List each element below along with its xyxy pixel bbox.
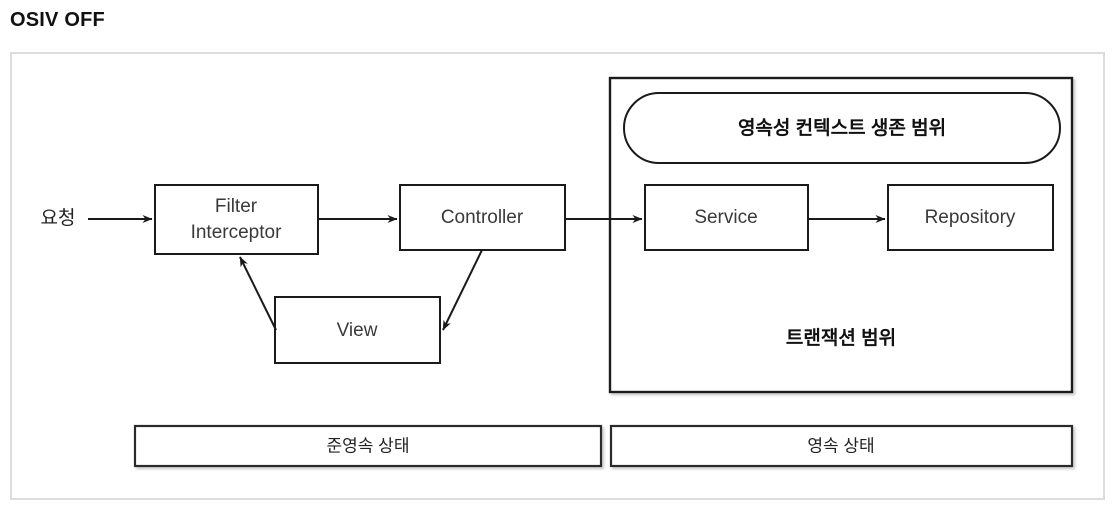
service-label: Service [694, 207, 757, 228]
state-bar-detached-label: 준영속 상태 [327, 436, 410, 455]
state-bar-detached [133, 424, 603, 468]
node-filter-interceptor[interactable]: Filter Interceptor [154, 184, 319, 255]
entry-request-label: 요청 [41, 207, 76, 229]
node-repository[interactable]: Repository [887, 184, 1054, 251]
repository-label: Repository [925, 207, 1016, 228]
page-title: OSIV OFF [10, 9, 105, 31]
controller-box[interactable] [399, 184, 566, 251]
view-box[interactable] [274, 296, 441, 364]
state-bar-detached-group: 준영속 상태 [133, 424, 603, 468]
repository-box[interactable] [887, 184, 1054, 251]
entry-request-group: 요청 [41, 207, 153, 229]
persistence-context-pill [623, 92, 1061, 164]
filter-interceptor-box[interactable] [154, 184, 319, 255]
edge-controller-to-view [442, 249, 483, 331]
edge-view-to-filter [239, 256, 277, 331]
persistence-context-group: 영속성 컨텍스트 생존 범위 [623, 92, 1061, 164]
state-bar-persistent-label: 영속 상태 [807, 436, 874, 455]
filter-interceptor-label-line1: Filter [215, 196, 258, 217]
service-box[interactable] [644, 184, 809, 251]
persistence-context-label: 영속성 컨텍스트 생존 범위 [738, 117, 946, 139]
node-service[interactable]: Service [644, 184, 809, 251]
node-controller[interactable]: Controller [399, 184, 566, 251]
state-bar-persistent [609, 424, 1074, 468]
state-bar-persistent-group: 영속 상태 [609, 424, 1074, 468]
controller-label: Controller [441, 207, 524, 228]
view-label: View [337, 320, 378, 341]
transaction-scope-label: 트랜잭션 범위 [786, 327, 896, 349]
node-view[interactable]: View [274, 296, 441, 364]
filter-interceptor-label-line2: Interceptor [191, 222, 282, 243]
